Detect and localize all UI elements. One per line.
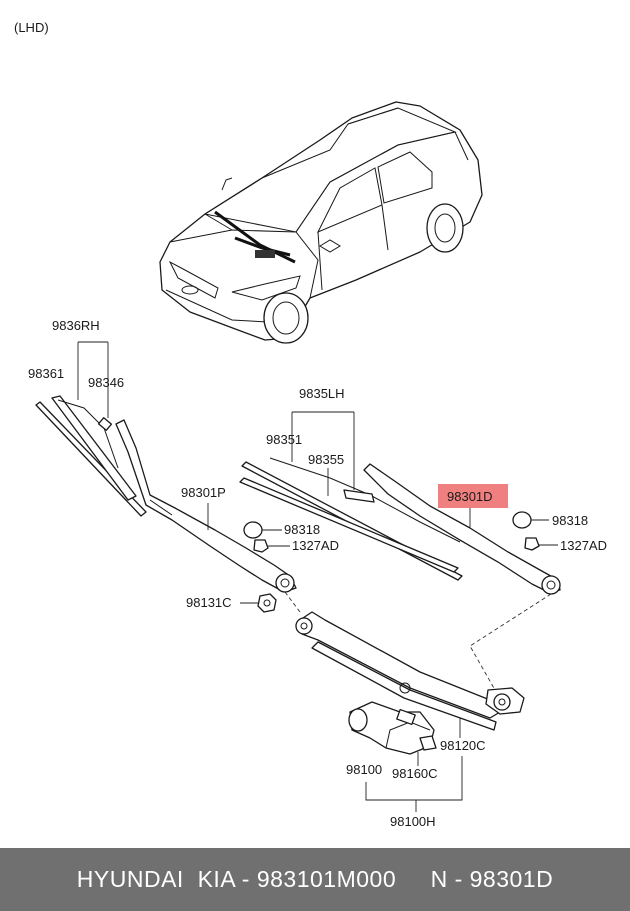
label-98100: 98100 (346, 762, 382, 777)
label-98160C: 98160C (392, 766, 438, 781)
label-98318-left: 98318 (284, 522, 320, 537)
footer-bar: HYUNDAI KIA - 983101M000 N - 98301D (0, 848, 630, 911)
pivot-cover (257, 593, 277, 613)
label-9835LH: 9835LH (299, 386, 345, 401)
label-98355: 98355 (308, 452, 344, 467)
label-98301D: 98301D (447, 489, 493, 504)
footer-part-number: HYUNDAI KIA - 983101M000 N - 98301D (76, 866, 554, 892)
car-illustration (159, 101, 483, 344)
label-98346: 98346 (88, 375, 124, 390)
wiper-arm-driver (363, 463, 561, 595)
wiper-motor (348, 701, 437, 755)
nut-left (253, 539, 269, 553)
label-98120C: 98120C (440, 738, 486, 753)
wiper-linkage (295, 611, 525, 731)
wiper-blade-lh (239, 457, 463, 581)
drive-side-label: (LHD) (14, 20, 49, 35)
label-98131C: 98131C (186, 595, 232, 610)
label-98301P: 98301P (181, 485, 226, 500)
nut-right (524, 537, 540, 551)
wiper-parts-diagram: (LHD) (14, 20, 607, 829)
label-98361: 98361 (28, 366, 64, 381)
label-98100H: 98100H (390, 814, 436, 829)
highlight-98301D (438, 484, 508, 508)
label-1327AD-right: 1327AD (560, 538, 607, 553)
label-98318-right: 98318 (552, 513, 588, 528)
wiper-arm-passenger (115, 419, 297, 593)
pivot-cap-right (512, 511, 532, 529)
label-9836RH: 9836RH (52, 318, 100, 333)
label-1327AD-left: 1327AD (292, 538, 339, 553)
pivot-cap-left (243, 521, 263, 539)
label-98351: 98351 (266, 432, 302, 447)
wiper-blade-rh (35, 395, 147, 517)
